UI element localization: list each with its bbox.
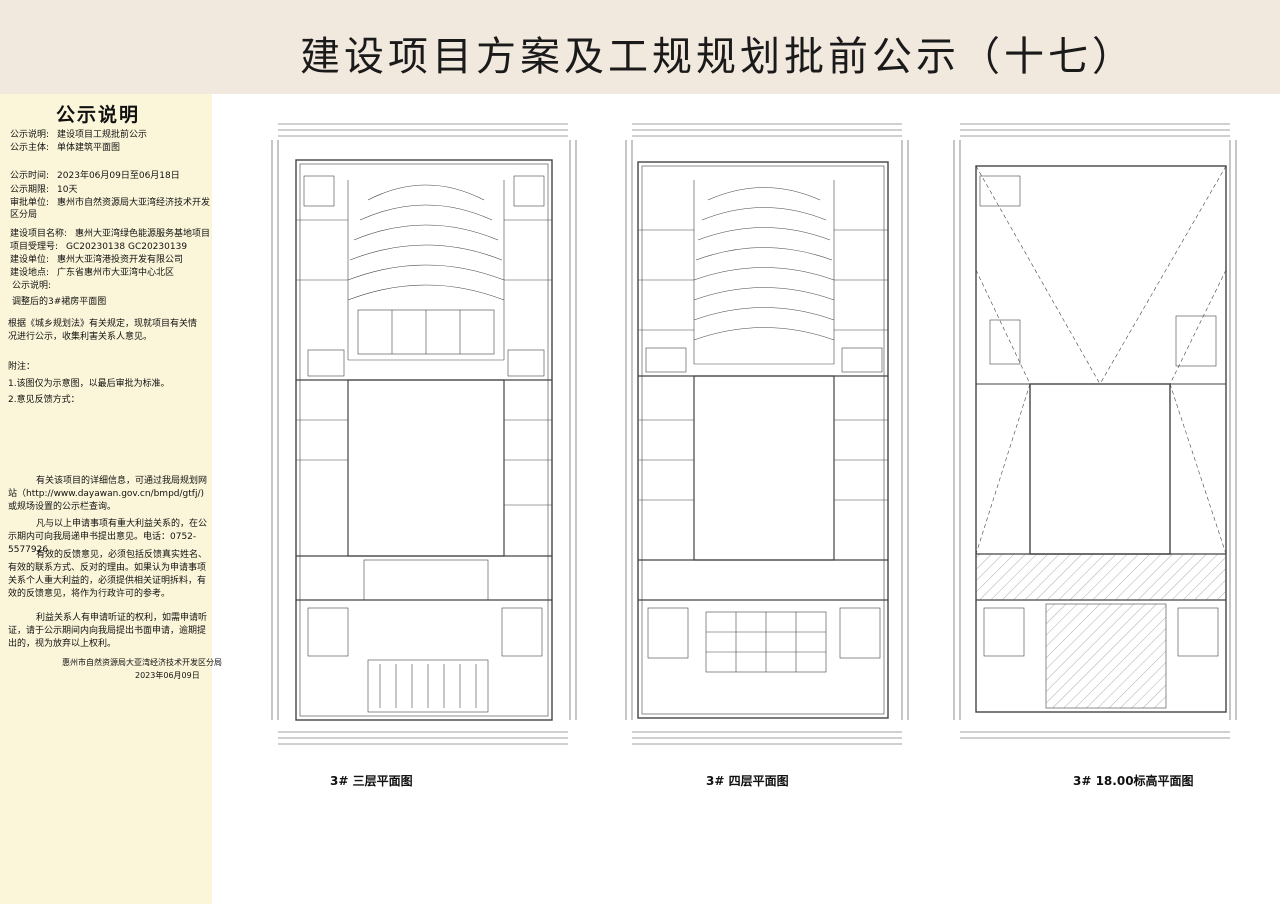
field-value: 惠州大亚湾绿色能源服务基地项目 bbox=[75, 229, 211, 239]
plan-caption: 3# 四层平面图 bbox=[706, 774, 789, 788]
field-row: 建设项目名称: 惠州大亚湾绿色能源服务基地项目 bbox=[10, 229, 210, 240]
field-label: 公示主体: bbox=[10, 143, 50, 153]
field-value: 广东省惠州市大亚湾中心北区 bbox=[57, 268, 175, 278]
floor-plan-drawing bbox=[953, 123, 1237, 739]
field-row: 公示说明: 建设项目工规批前公示 bbox=[10, 130, 147, 141]
field-label: 审批单位: bbox=[10, 198, 50, 208]
info-paragraph: 利益关系人有申请听证的权利，如需申请听证，请于公示期间内向我局提出书面申请，逾期… bbox=[8, 613, 208, 649]
field-value: 区分局 bbox=[10, 210, 38, 220]
floor-plan-drawing bbox=[271, 123, 577, 745]
field-label: 公示说明: bbox=[12, 281, 52, 291]
appendix-item: 1.该图仅为示意图，以最后审批为标准。 bbox=[8, 379, 170, 389]
info-paragraph: 有效的反馈意见，必须包括反馈真实姓名、有效的联系方式、反对的理由。如果认为申请事… bbox=[8, 550, 208, 599]
field-row: 项目受理号: GC20230138 GC20230139 bbox=[10, 242, 187, 253]
page-title: 建设项目方案及工规规划批前公示（十七） bbox=[300, 34, 1136, 80]
field-row: 公示说明: bbox=[12, 281, 59, 292]
field-value: 建设项目工规批前公示 bbox=[57, 130, 148, 140]
sidebar-title: 公示说明 bbox=[56, 104, 141, 126]
field-value: 惠州大亚湾港投资开发有限公司 bbox=[57, 255, 184, 265]
field-value: GC20230138 GC20230139 bbox=[66, 242, 188, 252]
field-label: 建设项目名称: bbox=[10, 229, 68, 239]
field-value: 惠州市自然资源局大亚湾经济技术开发 bbox=[57, 198, 211, 208]
field-value: 调整后的3#裙房平面图 bbox=[12, 297, 107, 307]
appendix-item: 2.意见反馈方式： bbox=[8, 395, 80, 405]
field-label: 建设地点: bbox=[10, 268, 50, 278]
field-label: 公示期限: bbox=[10, 185, 50, 195]
signature-date: 2023年06月09日 bbox=[135, 671, 200, 680]
appendix-title: 附注： bbox=[8, 362, 36, 372]
field-row: 调整后的3#裙房平面图 bbox=[12, 297, 106, 308]
law-note: 根据《城乡规划法》有关规定，现就项目有关情况进行公示，收集利害关系人意见。 bbox=[8, 319, 198, 342]
field-row: 公示期限: 10天 bbox=[10, 185, 78, 196]
field-row: 建设地点: 广东省惠州市大亚湾中心北区 bbox=[10, 268, 174, 279]
field-value: 2023年06月09日至06月18日 bbox=[57, 171, 180, 181]
field-row: 审批单位: 惠州市自然资源局大亚湾经济技术开发 bbox=[10, 198, 210, 209]
field-label: 建设单位: bbox=[10, 255, 50, 265]
info-paragraph: 凡与以上申请事项有重大利益关系的，在公示期内可向我局递申书提出意见。电话：075… bbox=[8, 519, 208, 555]
notice-sidebar: 公示说明 公示说明: 建设项目工规批前公示 公示主体: 单体建筑平面图 公示时间: 2… bbox=[0, 94, 222, 904]
field-label: 公示说明: bbox=[10, 130, 50, 140]
plan-caption: 3# 18.00标高平面图 bbox=[1073, 774, 1194, 788]
signature: 惠州市自然资源局大亚湾经济技术开发区分局 bbox=[62, 658, 222, 667]
title-banner: 建设项目方案及工规规划批前公示（十七） bbox=[0, 0, 1280, 94]
field-label: 项目受理号: bbox=[10, 242, 59, 252]
field-label: 公示时间: bbox=[10, 171, 50, 181]
field-row: 公示主体: 单体建筑平面图 bbox=[10, 143, 120, 154]
field-row: 建设单位: 惠州大亚湾港投资开发有限公司 bbox=[10, 255, 183, 266]
field-row: 区分局 bbox=[10, 210, 37, 221]
info-paragraph: 有关该项目的详细信息，可通过我局规划网站（http://www.dayawan.… bbox=[8, 476, 208, 512]
field-row: 公示时间: 2023年06月09日至06月18日 bbox=[10, 171, 180, 182]
plan-caption: 3# 三层平面图 bbox=[330, 774, 413, 788]
field-value: 单体建筑平面图 bbox=[57, 143, 121, 153]
floor-plan-drawing bbox=[625, 123, 909, 745]
field-value: 10天 bbox=[57, 185, 78, 195]
